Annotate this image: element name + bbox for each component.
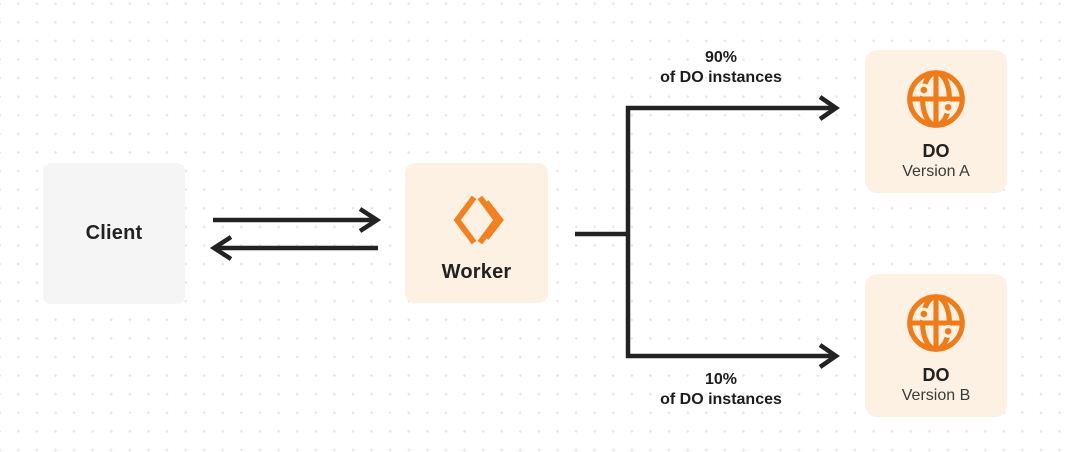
worker-label: Worker: [441, 260, 512, 283]
do-b-subtitle: Version B: [901, 387, 971, 404]
branch-frame: [625, 105, 833, 359]
arrow-to-do-a-head: [818, 95, 840, 121]
cloudflare-workers-icon: [453, 195, 504, 244]
arrow-to-do-b-head: [818, 343, 840, 369]
client-label: Client: [85, 222, 143, 244]
do-a-title: DO: [922, 141, 950, 161]
arrow-client-to-worker-head: [358, 207, 382, 233]
client-node: Client: [43, 163, 185, 304]
split-bottom-percent: 10%: [704, 371, 738, 388]
do-b-title: DO: [922, 365, 950, 385]
split-bottom-text: of DO instances: [660, 391, 782, 408]
globe-icon: [907, 70, 965, 128]
split-top-percent: 90%: [704, 49, 738, 66]
do-a-subtitle: Version A: [902, 163, 970, 180]
globe-icon: [907, 294, 965, 352]
arrow-worker-to-client-head: [209, 235, 233, 261]
do-version-b-node: DO Version B: [865, 274, 1007, 417]
split-bottom-caption: 10% of DO instances: [611, 370, 831, 410]
do-version-a-node: DO Version A: [865, 50, 1007, 193]
worker-node: Worker: [405, 163, 548, 303]
split-top-caption: 90% of DO instances: [611, 48, 831, 88]
split-top-text: of DO instances: [660, 69, 782, 86]
